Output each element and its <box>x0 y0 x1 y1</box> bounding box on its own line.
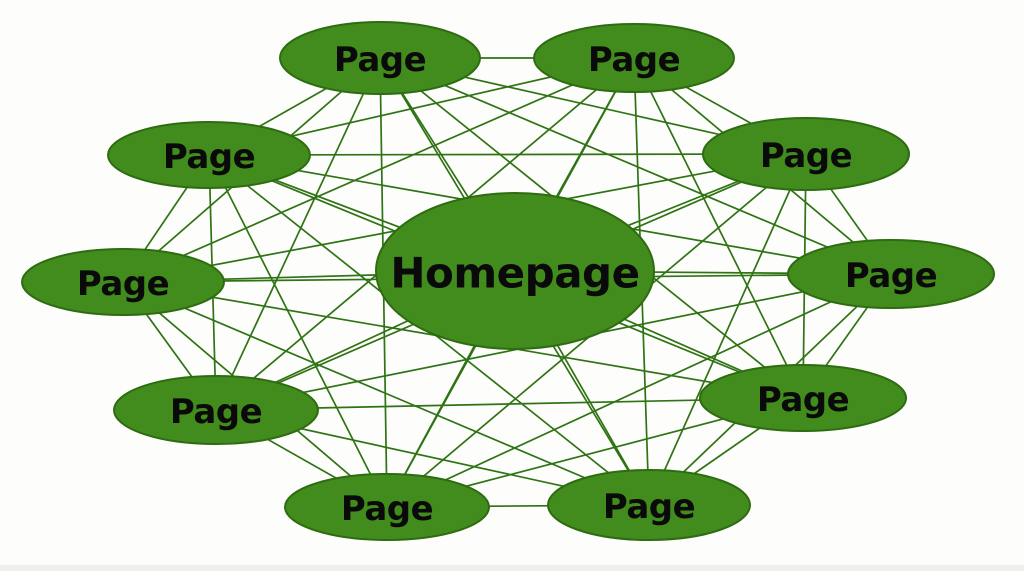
link-edge-page-top-left--page-mid-right <box>379 57 892 275</box>
node-label-page-mid-left: Page <box>77 264 169 304</box>
link-edge-page-top-left--page-lower-left <box>215 57 381 411</box>
node-ellipse-page-lower-right <box>699 364 907 432</box>
node-ellipse-page-upper-left <box>107 121 311 189</box>
node-label-homepage: Homepage <box>390 249 639 298</box>
link-edge-page-mid-left--page-bottom-right <box>122 281 650 506</box>
node-label-page-bottom-left: Page <box>341 489 433 529</box>
node-page-mid-left: Page <box>21 248 225 316</box>
node-page-upper-left: Page <box>107 121 311 189</box>
node-homepage: Homepage <box>375 192 655 350</box>
node-ellipse-page-upper-right <box>702 117 910 191</box>
node-ellipse-page-mid-left <box>21 248 225 316</box>
node-label-page-lower-left: Page <box>170 392 262 432</box>
link-edge-page-upper-right--page-bottom-right <box>648 153 807 506</box>
node-page-lower-left: Page <box>113 375 319 445</box>
node-ellipse-homepage <box>375 192 655 350</box>
node-ellipse-page-mid-right <box>787 239 995 309</box>
node-page-bottom-right: Page <box>547 469 751 541</box>
node-ellipse-page-top-left <box>279 21 481 95</box>
node-page-top-left: Page <box>279 21 481 95</box>
bottom-edge-strip <box>0 565 1024 571</box>
node-page-upper-right: Page <box>702 117 910 191</box>
node-ellipse-page-lower-left <box>113 375 319 445</box>
node-page-lower-right: Page <box>699 364 907 432</box>
node-ellipse-page-bottom-right <box>547 469 751 541</box>
node-page-bottom-left: Page <box>284 473 490 541</box>
link-edge-page-top-right--page-mid-left <box>122 57 635 283</box>
node-label-page-upper-left: Page <box>163 137 255 177</box>
node-label-page-upper-right: Page <box>760 136 852 176</box>
node-label-page-lower-right: Page <box>757 380 849 420</box>
node-label-page-bottom-right: Page <box>603 487 695 527</box>
link-edge-page-upper-left--page-bottom-left <box>208 154 388 508</box>
node-page-top-right: Page <box>533 23 735 93</box>
node-label-page-mid-right: Page <box>845 256 937 296</box>
node-ellipse-page-bottom-left <box>284 473 490 541</box>
node-label-page-top-left: Page <box>334 40 426 80</box>
node-label-page-top-right: Page <box>588 40 680 80</box>
node-ellipse-page-top-right <box>533 23 735 93</box>
node-page-mid-right: Page <box>787 239 995 309</box>
link-edge-page-mid-right--page-bottom-left <box>386 273 892 508</box>
